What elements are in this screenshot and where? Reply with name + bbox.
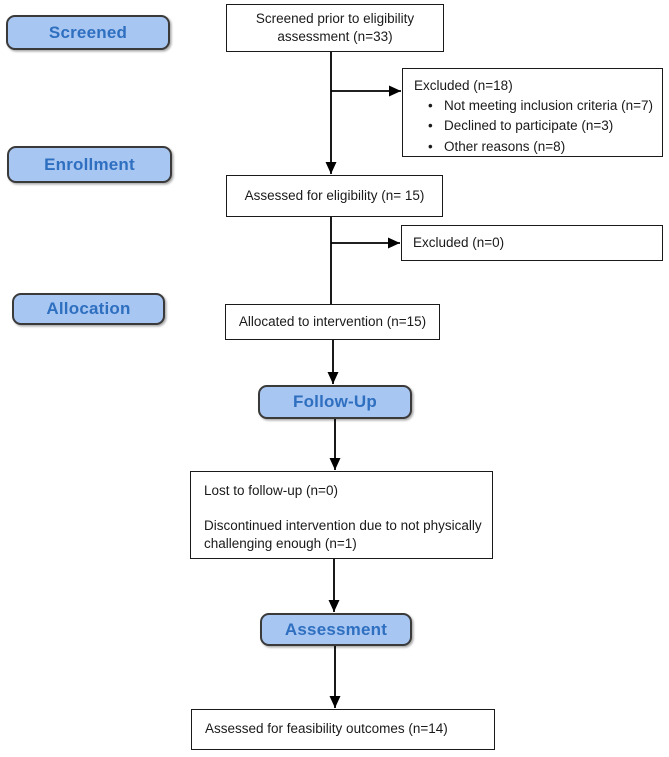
- stage-label-followup: Follow-Up: [258, 385, 412, 419]
- excluded-reason-item: Not meeting inclusion criteria (n=7): [428, 97, 656, 115]
- box-screened-prior-text: Screened prior to eligibility assessment…: [255, 10, 415, 44]
- box-screened-prior: Screened prior to eligibility assessment…: [226, 4, 444, 52]
- box-excluded-screening-title: Excluded (n=18): [414, 78, 513, 93]
- box-feasibility-outcomes: Assessed for feasibility outcomes (n=14): [191, 709, 495, 750]
- lost-to-followup-text: Lost to follow-up (n=0): [204, 483, 338, 498]
- box-excluded-eligibility: Excluded (n=0): [401, 225, 663, 261]
- stage-label-screened: Screened: [6, 15, 170, 50]
- excluded-reason-list: Not meeting inclusion criteria (n=7) Dec…: [414, 97, 656, 156]
- box-followup-outcomes: Lost to follow-up (n=0) Discontinued int…: [190, 471, 493, 559]
- discontinued-text: Discontinued intervention due to not phy…: [204, 518, 482, 552]
- excluded-reason-item: Other reasons (n=8): [428, 138, 656, 156]
- stage-label-assessment: Assessment: [260, 613, 412, 646]
- stage-label-enrollment: Enrollment: [7, 146, 172, 183]
- stage-label-allocation: Allocation: [12, 293, 165, 325]
- box-assessed-eligibility: Assessed for eligibility (n= 15): [226, 175, 443, 217]
- box-excluded-screening: Excluded (n=18) Not meeting inclusion cr…: [402, 68, 663, 157]
- excluded-reason-item: Declined to participate (n=3): [428, 117, 656, 135]
- box-allocated-intervention: Allocated to intervention (n=15): [225, 304, 440, 340]
